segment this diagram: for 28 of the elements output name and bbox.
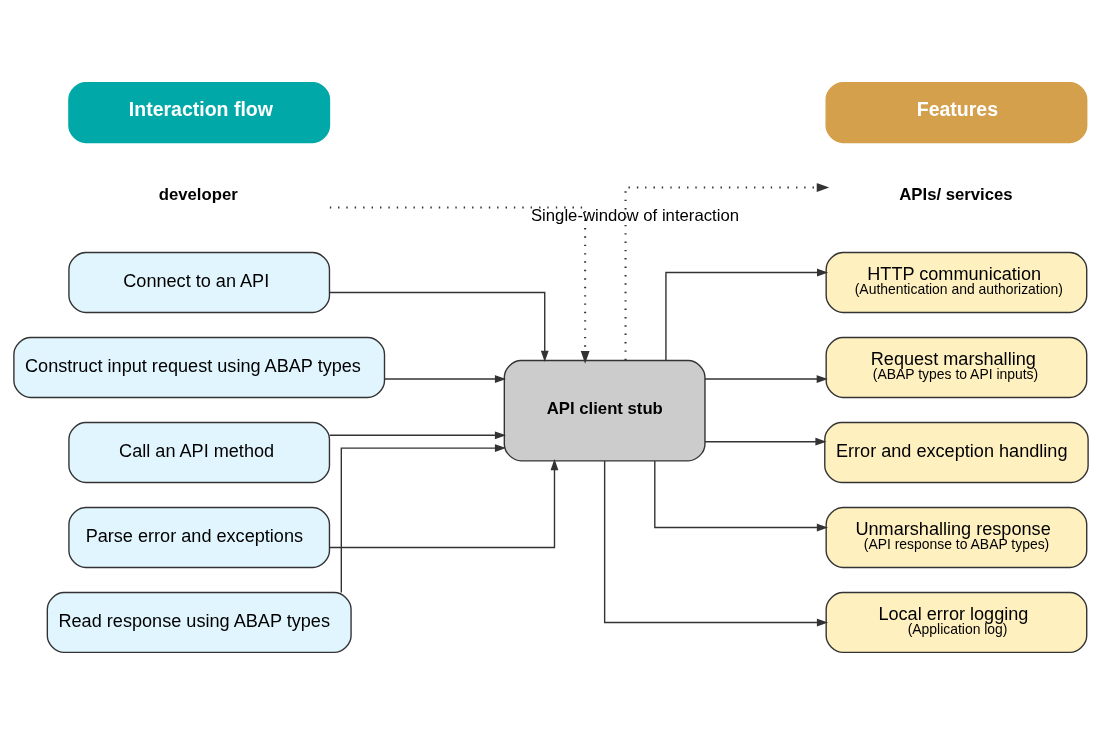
node-box: Request marshalling (ABAP types to API inputs) xyxy=(825,336,1088,398)
arrow xyxy=(654,459,828,531)
node-text: developer xyxy=(158,184,238,204)
arrow xyxy=(384,374,507,383)
arrow xyxy=(704,437,827,446)
node-box: Connect to an API xyxy=(68,251,331,313)
node-box: Features xyxy=(825,81,1088,143)
node-box: API client stub xyxy=(503,359,706,462)
arrow xyxy=(704,374,828,383)
arrow xyxy=(603,459,829,626)
node-box: HTTP communication (Authentication and authorization) xyxy=(825,251,1088,313)
arrow xyxy=(328,458,559,548)
node-text: APIs/ services xyxy=(899,184,1013,204)
node-box: Error and exception handling xyxy=(824,421,1089,483)
arrow xyxy=(329,430,507,439)
node-box: Parse error and exceptions xyxy=(68,506,331,568)
arrow xyxy=(329,205,590,364)
node-box: Construct input request using ABAP types xyxy=(13,336,386,398)
node-box: Read response using ABAP types xyxy=(46,591,352,653)
node-box: Interaction flow xyxy=(68,81,331,143)
arrow xyxy=(665,268,829,361)
node-box: Call an API method xyxy=(68,421,331,483)
node-box: Local error logging (Application log) xyxy=(825,591,1088,653)
edge-label: Single-window of interaction xyxy=(531,205,739,225)
arrow xyxy=(329,291,549,362)
arrow xyxy=(624,182,830,360)
node-box: Unmarshalling response (API response to ABAP types) xyxy=(825,506,1088,568)
arrow xyxy=(340,443,507,593)
